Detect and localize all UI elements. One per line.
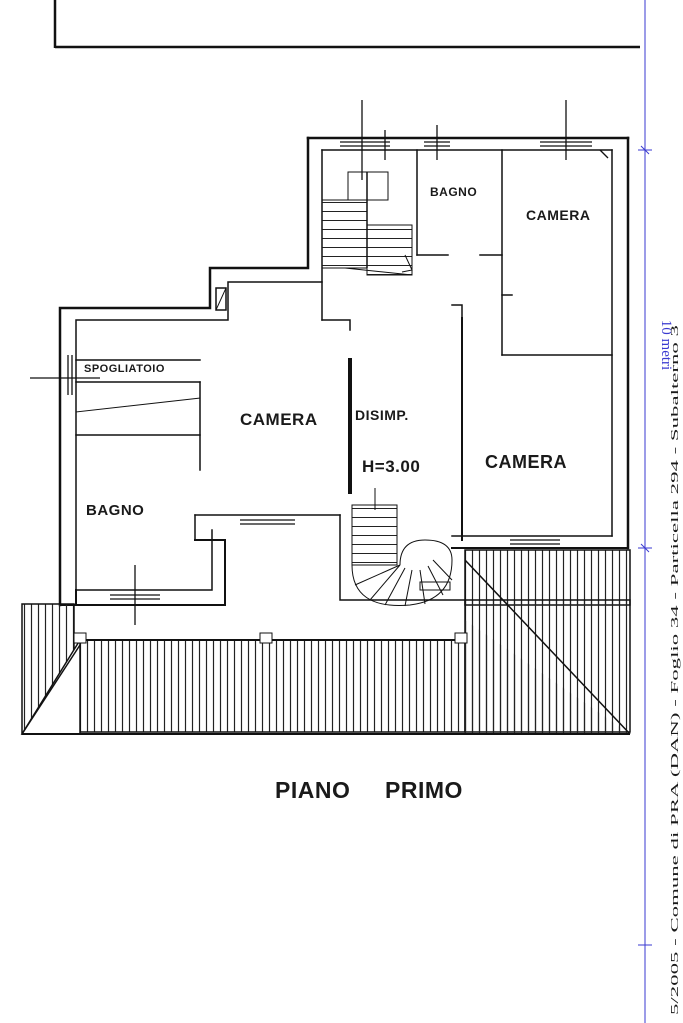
scale-label: 10 metri bbox=[658, 320, 674, 370]
room-label-bagno-left: BAGNO bbox=[86, 502, 144, 519]
room-label-height: H=3.00 bbox=[362, 457, 420, 476]
stair-upper bbox=[321, 171, 413, 276]
stair-spiral bbox=[351, 488, 453, 607]
top-frame bbox=[53, 0, 640, 49]
room-label-spogliatoio: SPOGLIATOIO bbox=[84, 363, 165, 375]
roof-hatch bbox=[20, 549, 631, 735]
side-caption: 5/2005 - Comune di PRA (DAN) - Foglio 34… bbox=[670, 325, 681, 1015]
scale-bar bbox=[638, 0, 652, 1023]
floor-title-word1: PIANO bbox=[275, 777, 350, 803]
windows bbox=[30, 100, 609, 625]
room-label-disimp: DISIMP. bbox=[355, 407, 409, 423]
floor-title-word2: PRIMO bbox=[385, 777, 463, 803]
walls bbox=[58, 136, 630, 607]
room-label-camera-top-right: CAMERA bbox=[526, 207, 590, 223]
room-label-bagno-top: BAGNO bbox=[430, 185, 477, 199]
room-label-camera-center: CAMERA bbox=[240, 410, 318, 429]
room-label-camera-right: CAMERA bbox=[485, 452, 567, 472]
